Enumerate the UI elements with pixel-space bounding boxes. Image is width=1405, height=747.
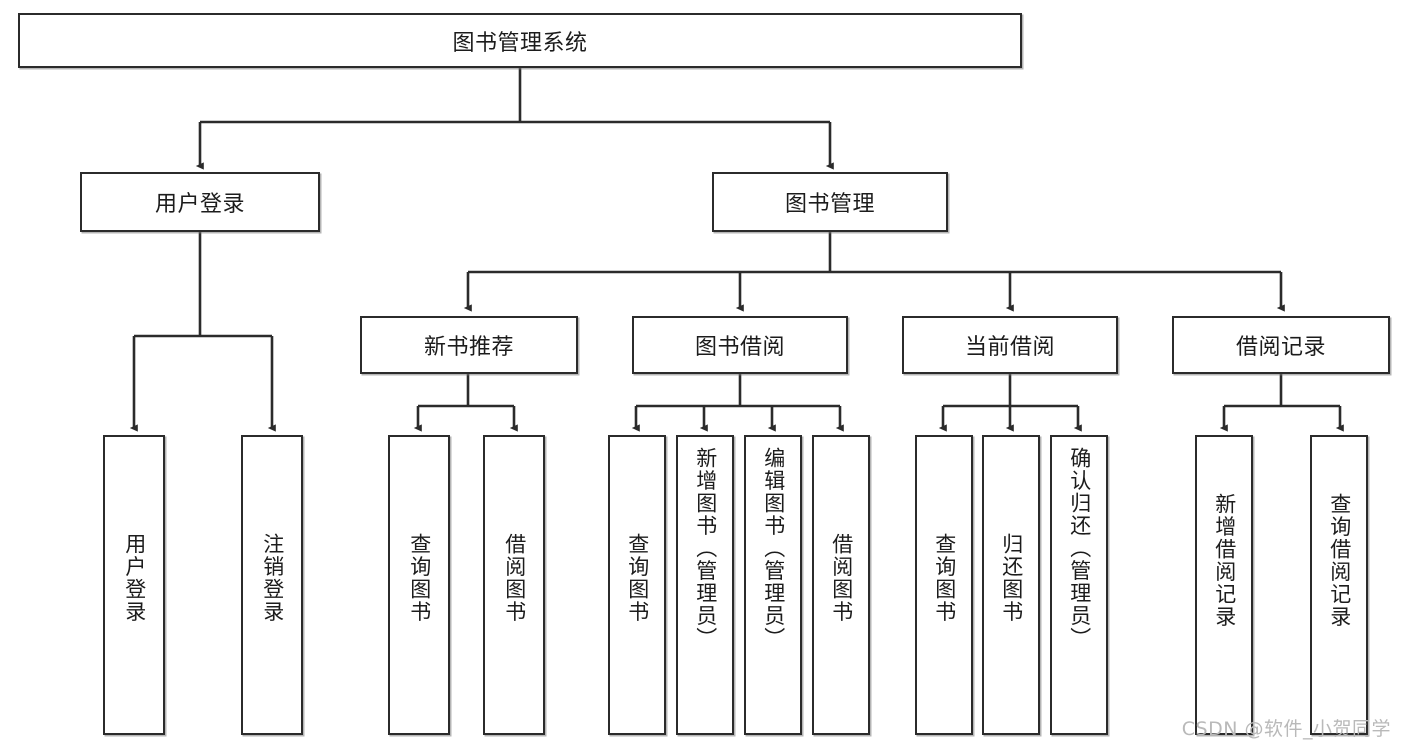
node-label: 当前借阅 xyxy=(964,335,1055,360)
leaf-add-borrow-record[interactable]: 新增借阅记录 xyxy=(1195,435,1253,735)
node-label: 图书借阅 xyxy=(694,335,785,360)
leaf-borrow-book[interactable]: 借阅图书 xyxy=(812,435,870,735)
node-label: 查询借阅记录 xyxy=(1327,493,1352,628)
node-label: 借阅记录 xyxy=(1235,335,1326,360)
leaf-query-book-recommend[interactable]: 查询图书 xyxy=(388,435,450,735)
watermark-text: CSDN @软件_小贺同学 xyxy=(1181,718,1391,740)
node-new-book-recommend[interactable]: 新书推荐 xyxy=(360,316,578,374)
leaf-add-book-admin[interactable]: 新增图书（管理员） xyxy=(676,435,734,735)
leaf-edit-book-admin[interactable]: 编辑图书（管理员） xyxy=(744,435,802,735)
leaf-query-book-borrow[interactable]: 查询图书 xyxy=(608,435,666,735)
node-label: 确认归还（管理员） xyxy=(1067,447,1092,650)
node-label: 查询图书 xyxy=(407,533,432,623)
node-book-management[interactable]: 图书管理 xyxy=(712,172,948,232)
leaf-query-borrow-record[interactable]: 查询借阅记录 xyxy=(1310,435,1368,735)
node-book-borrow[interactable]: 图书借阅 xyxy=(632,316,848,374)
leaf-return-book[interactable]: 归还图书 xyxy=(982,435,1040,735)
leaf-user-login[interactable]: 用户登录 xyxy=(103,435,165,735)
node-label: 新增图书（管理员） xyxy=(693,447,718,650)
node-label: 借阅图书 xyxy=(829,533,854,623)
node-label: 图书管理 xyxy=(784,192,875,217)
leaf-borrow-book-recommend[interactable]: 借阅图书 xyxy=(483,435,545,735)
leaf-logout-login[interactable]: 注销登录 xyxy=(241,435,303,735)
node-label: 查询图书 xyxy=(932,533,957,623)
node-label: 用户登录 xyxy=(122,533,147,623)
node-label: 归还图书 xyxy=(999,533,1024,623)
node-label: 图书管理系统 xyxy=(452,30,588,56)
node-label: 用户登录 xyxy=(154,192,245,217)
node-current-borrow[interactable]: 当前借阅 xyxy=(902,316,1118,374)
node-label: 新增借阅记录 xyxy=(1212,493,1237,628)
node-label: 注销登录 xyxy=(260,533,285,623)
leaf-query-book-current[interactable]: 查询图书 xyxy=(915,435,973,735)
node-label: 编辑图书（管理员） xyxy=(761,447,786,650)
node-root-system[interactable]: 图书管理系统 xyxy=(18,13,1022,68)
leaf-confirm-return-admin[interactable]: 确认归还（管理员） xyxy=(1050,435,1108,735)
node-label: 借阅图书 xyxy=(502,533,527,623)
node-borrow-record[interactable]: 借阅记录 xyxy=(1172,316,1390,374)
node-user-login[interactable]: 用户登录 xyxy=(80,172,320,232)
node-label: 查询图书 xyxy=(625,533,650,623)
node-label: 新书推荐 xyxy=(423,335,514,360)
